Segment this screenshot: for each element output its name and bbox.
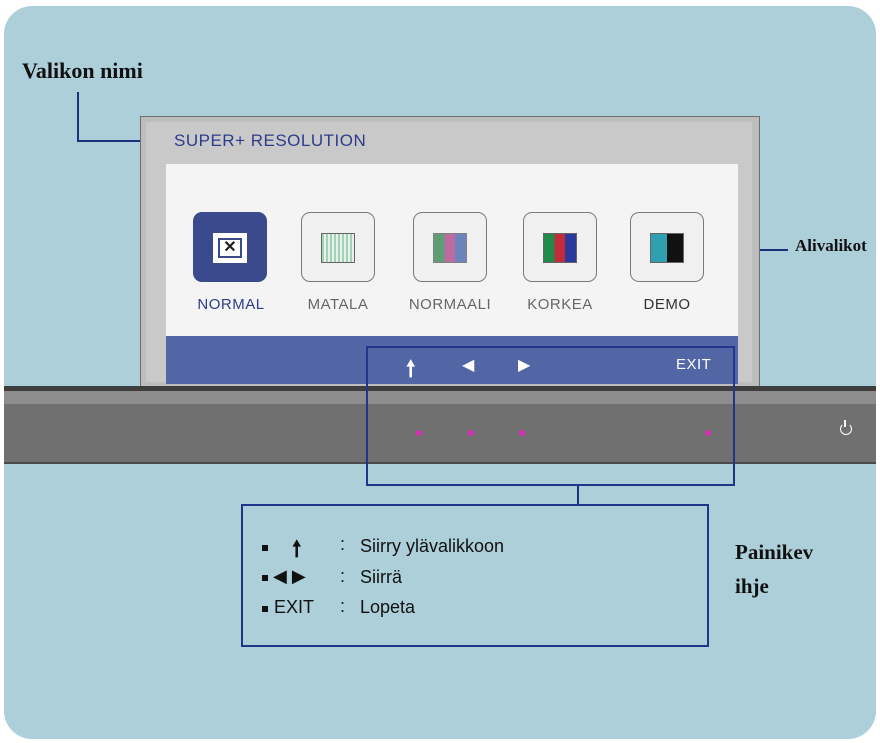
guide-text-up: Siirry ylävalikkoon xyxy=(360,536,505,556)
osd-button-bar xyxy=(166,336,738,384)
normaali-pattern-icon xyxy=(433,233,467,263)
guide-connector xyxy=(577,486,579,504)
button-dot-up[interactable] xyxy=(416,430,422,436)
guide-sep: : xyxy=(340,596,346,616)
menu-name-leader-vertical xyxy=(77,92,79,142)
option-korkea-button[interactable] xyxy=(523,212,597,282)
option-normal-label: NORMAL xyxy=(197,296,265,313)
osd-exit-label[interactable]: EXIT xyxy=(676,356,712,373)
button-guide-label-line2: ihje xyxy=(735,574,769,598)
bullet xyxy=(262,545,268,551)
guide-text-move: Siirrä xyxy=(360,567,403,587)
guide-left-right-triangles-icon: ◀ ▶ xyxy=(273,566,306,586)
option-demo-label: DEMO xyxy=(643,296,691,313)
guide-exit-key: EXIT xyxy=(274,597,315,617)
guide-text-exit: Lopeta xyxy=(360,597,416,617)
option-normaali-button[interactable] xyxy=(413,212,487,282)
bullet xyxy=(262,606,268,612)
option-matala-button[interactable] xyxy=(301,212,375,282)
normal-x-icon: ✕ xyxy=(213,233,247,263)
menu-name-label: Valikon nimi xyxy=(22,58,143,83)
button-guide-label-line1: Painikev xyxy=(735,540,814,564)
button-highlight-frame xyxy=(366,346,735,486)
guide-up-arrow-icon: 🠕 xyxy=(292,536,302,561)
button-dot-right[interactable] xyxy=(519,430,525,436)
submenus-leader xyxy=(760,249,788,251)
option-normal-button[interactable]: ✕ xyxy=(193,212,267,282)
demo-split-icon xyxy=(650,233,684,263)
osd-title: SUPER+ RESOLUTION xyxy=(174,131,367,150)
option-korkea-label: KORKEA xyxy=(527,296,593,313)
left-triangle-icon[interactable]: ◀ xyxy=(462,357,475,374)
option-demo-button[interactable] xyxy=(630,212,704,282)
bullet xyxy=(262,575,268,581)
matala-pattern-icon xyxy=(321,233,355,263)
guide-sep: : xyxy=(340,566,346,586)
option-normaali-label: NORMAALI xyxy=(408,296,492,313)
submenus-label: Alivalikot xyxy=(795,236,867,255)
button-dot-left[interactable] xyxy=(468,430,474,436)
up-arrow-icon[interactable]: 🠕 xyxy=(406,356,416,381)
button-guide-box xyxy=(241,504,709,647)
guide-sep: : xyxy=(340,534,346,554)
korkea-pattern-icon xyxy=(543,233,577,263)
option-matala-label: MATALA xyxy=(307,296,369,313)
menu-name-leader-horizontal xyxy=(77,140,143,142)
right-triangle-icon[interactable]: ▶ xyxy=(518,357,531,374)
power-icon[interactable] xyxy=(840,420,852,435)
monitor-base-highlight xyxy=(4,391,876,404)
button-dot-exit[interactable] xyxy=(705,430,711,436)
